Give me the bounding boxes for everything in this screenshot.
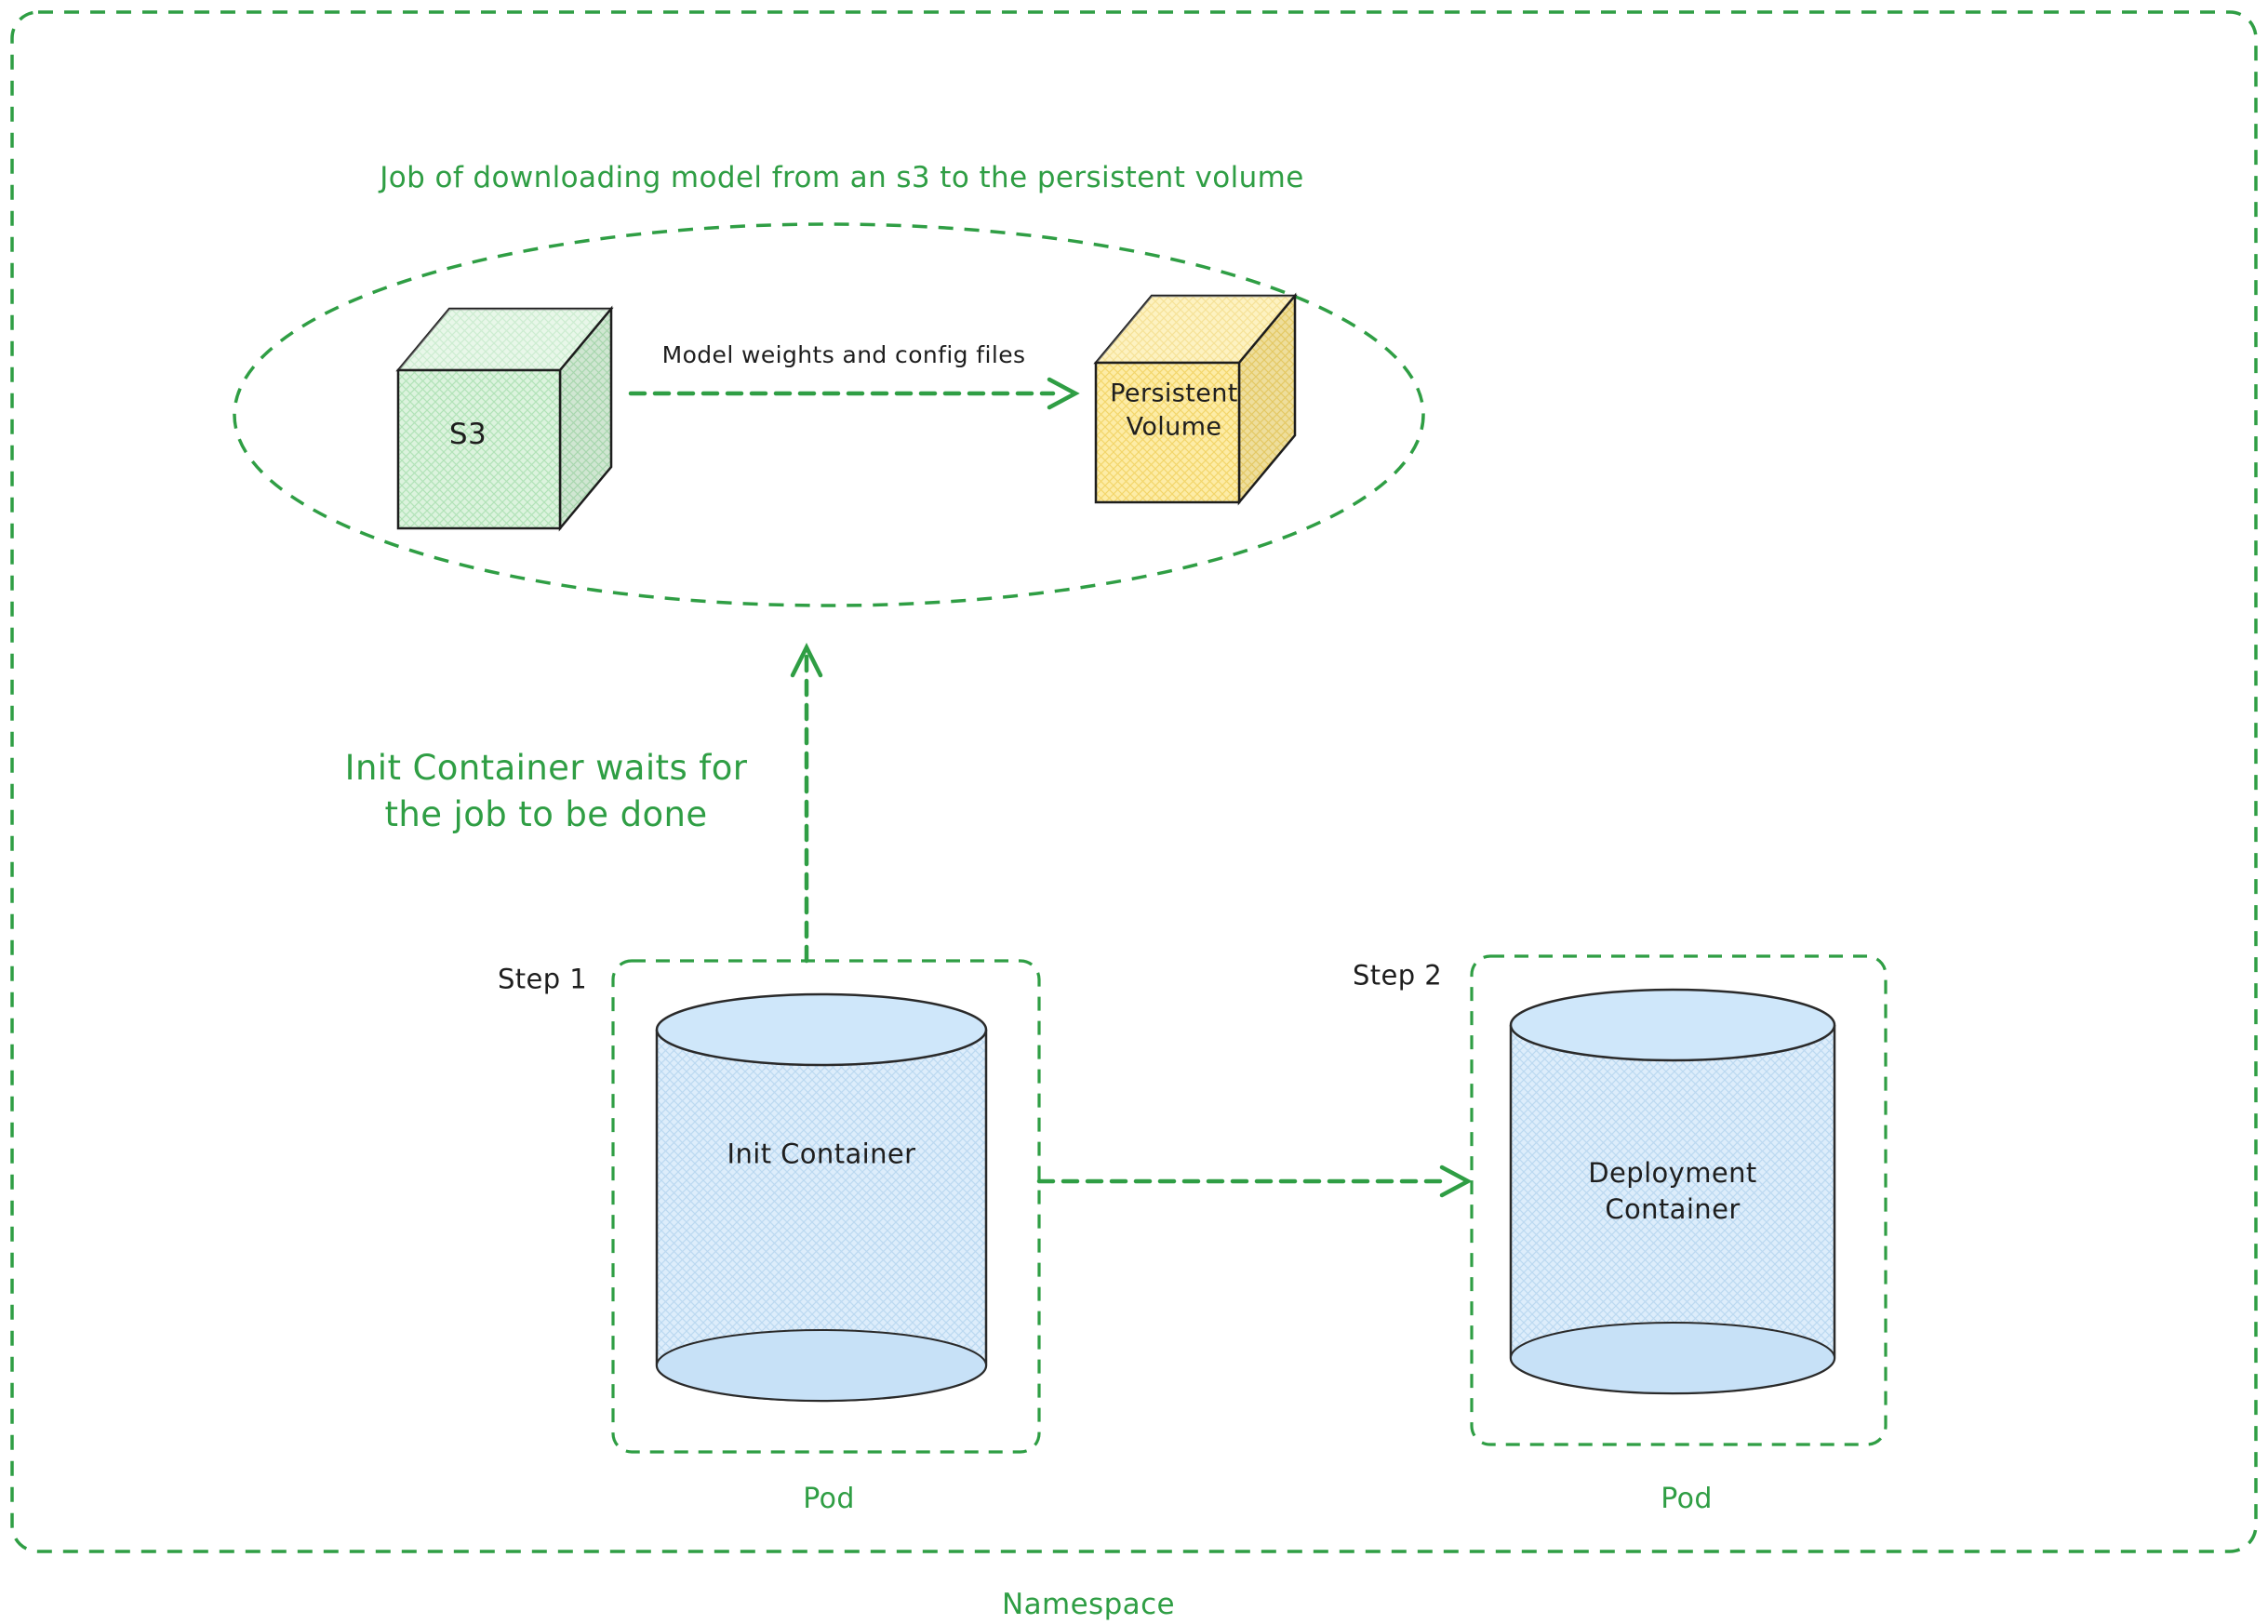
- init-container-label: Init Container: [727, 1138, 916, 1170]
- s3-cube: [395, 305, 614, 532]
- persistent-volume-label: Persistent Volume: [1110, 379, 1238, 442]
- deployment-container-cylinder: [1509, 988, 1836, 1395]
- namespace-boundary: [10, 10, 2258, 1553]
- wait-arrow: [790, 642, 823, 964]
- pod1-boundary: [611, 959, 1041, 1454]
- pod2-boundary: [1470, 954, 1888, 1446]
- job-ellipse: [233, 222, 1425, 607]
- pod2-label: Pod: [1661, 1482, 1713, 1515]
- s3-label: S3: [448, 418, 487, 452]
- step2-label: Step 2: [1352, 959, 1443, 992]
- s3-to-pv-arrow: [628, 377, 1080, 410]
- pod1-label: Pod: [803, 1482, 855, 1515]
- model-weights-arrow-label: Model weights and config files: [661, 341, 1026, 369]
- init-container-cylinder: [655, 992, 988, 1403]
- deployment-container-label: Deployment Container: [1588, 1156, 1757, 1225]
- step1-to-step2-arrow: [1036, 1165, 1473, 1198]
- step1-label: Step 1: [497, 963, 588, 995]
- job-title: Job of downloading model from an s3 to t…: [380, 161, 1304, 195]
- persistent-volume-cube: [1093, 292, 1298, 506]
- wait-note: Init Container waits for the job to be d…: [344, 748, 748, 834]
- namespace-label: Namespace: [1002, 1588, 1175, 1622]
